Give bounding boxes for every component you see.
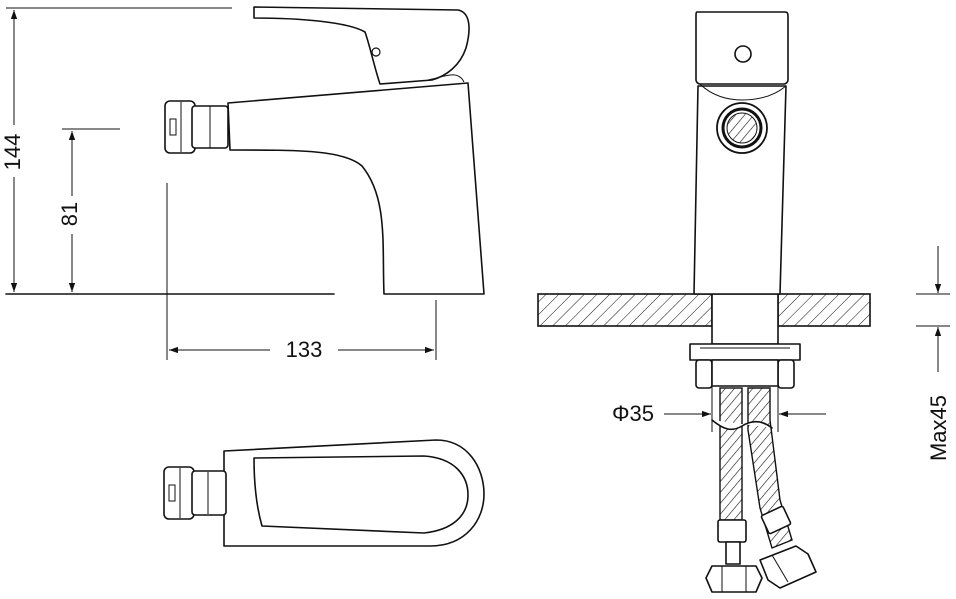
lever-handle-top [253,455,469,534]
hose-ferrule-left [717,519,747,543]
outlet-slot [169,118,177,136]
hose-nut-left-icon [705,565,763,593]
top-view [163,439,485,547]
countertop-right [777,293,871,327]
mounting-shank [711,293,779,345]
dim-spout-reach-label: 133 [286,337,323,362]
hose-nut-right-icon [759,545,817,589]
hose-break-mark [711,419,773,431]
handle-base [427,74,465,83]
aerator-top-nut [191,470,227,516]
supply-hose-left [719,387,743,521]
mounting-washer [689,343,801,361]
faucet-body-side [227,82,485,295]
nut-right-facet [771,554,789,583]
lever-handle-side [253,6,470,85]
dim-133-gap [270,336,338,364]
aerator-mesh-icon [726,112,758,144]
mounting-nut-left [695,359,713,389]
shank-lower [711,359,779,387]
body-collar-line [699,83,787,101]
mounting-nut-right [777,359,795,389]
side-view: 144 81 133 [0,6,485,364]
hose-nipple-left [725,541,741,565]
dim-144-gap [3,125,27,177]
dim-total-height-label: 144 [0,134,25,171]
hose-ferrule-right [760,505,792,535]
countertop-left [537,293,713,327]
dim-81-gap [60,196,84,234]
dim-max-thickness-label: Max45 [926,395,951,461]
dim-spout-height-label: 81 [57,202,82,226]
handle-indicator-icon [734,45,752,63]
handle-screw-icon [371,47,381,57]
dim-diameter-label: Φ35 [612,401,654,426]
front-view: Φ35 Max45 [537,11,951,593]
outlet-top-slot [168,484,176,502]
